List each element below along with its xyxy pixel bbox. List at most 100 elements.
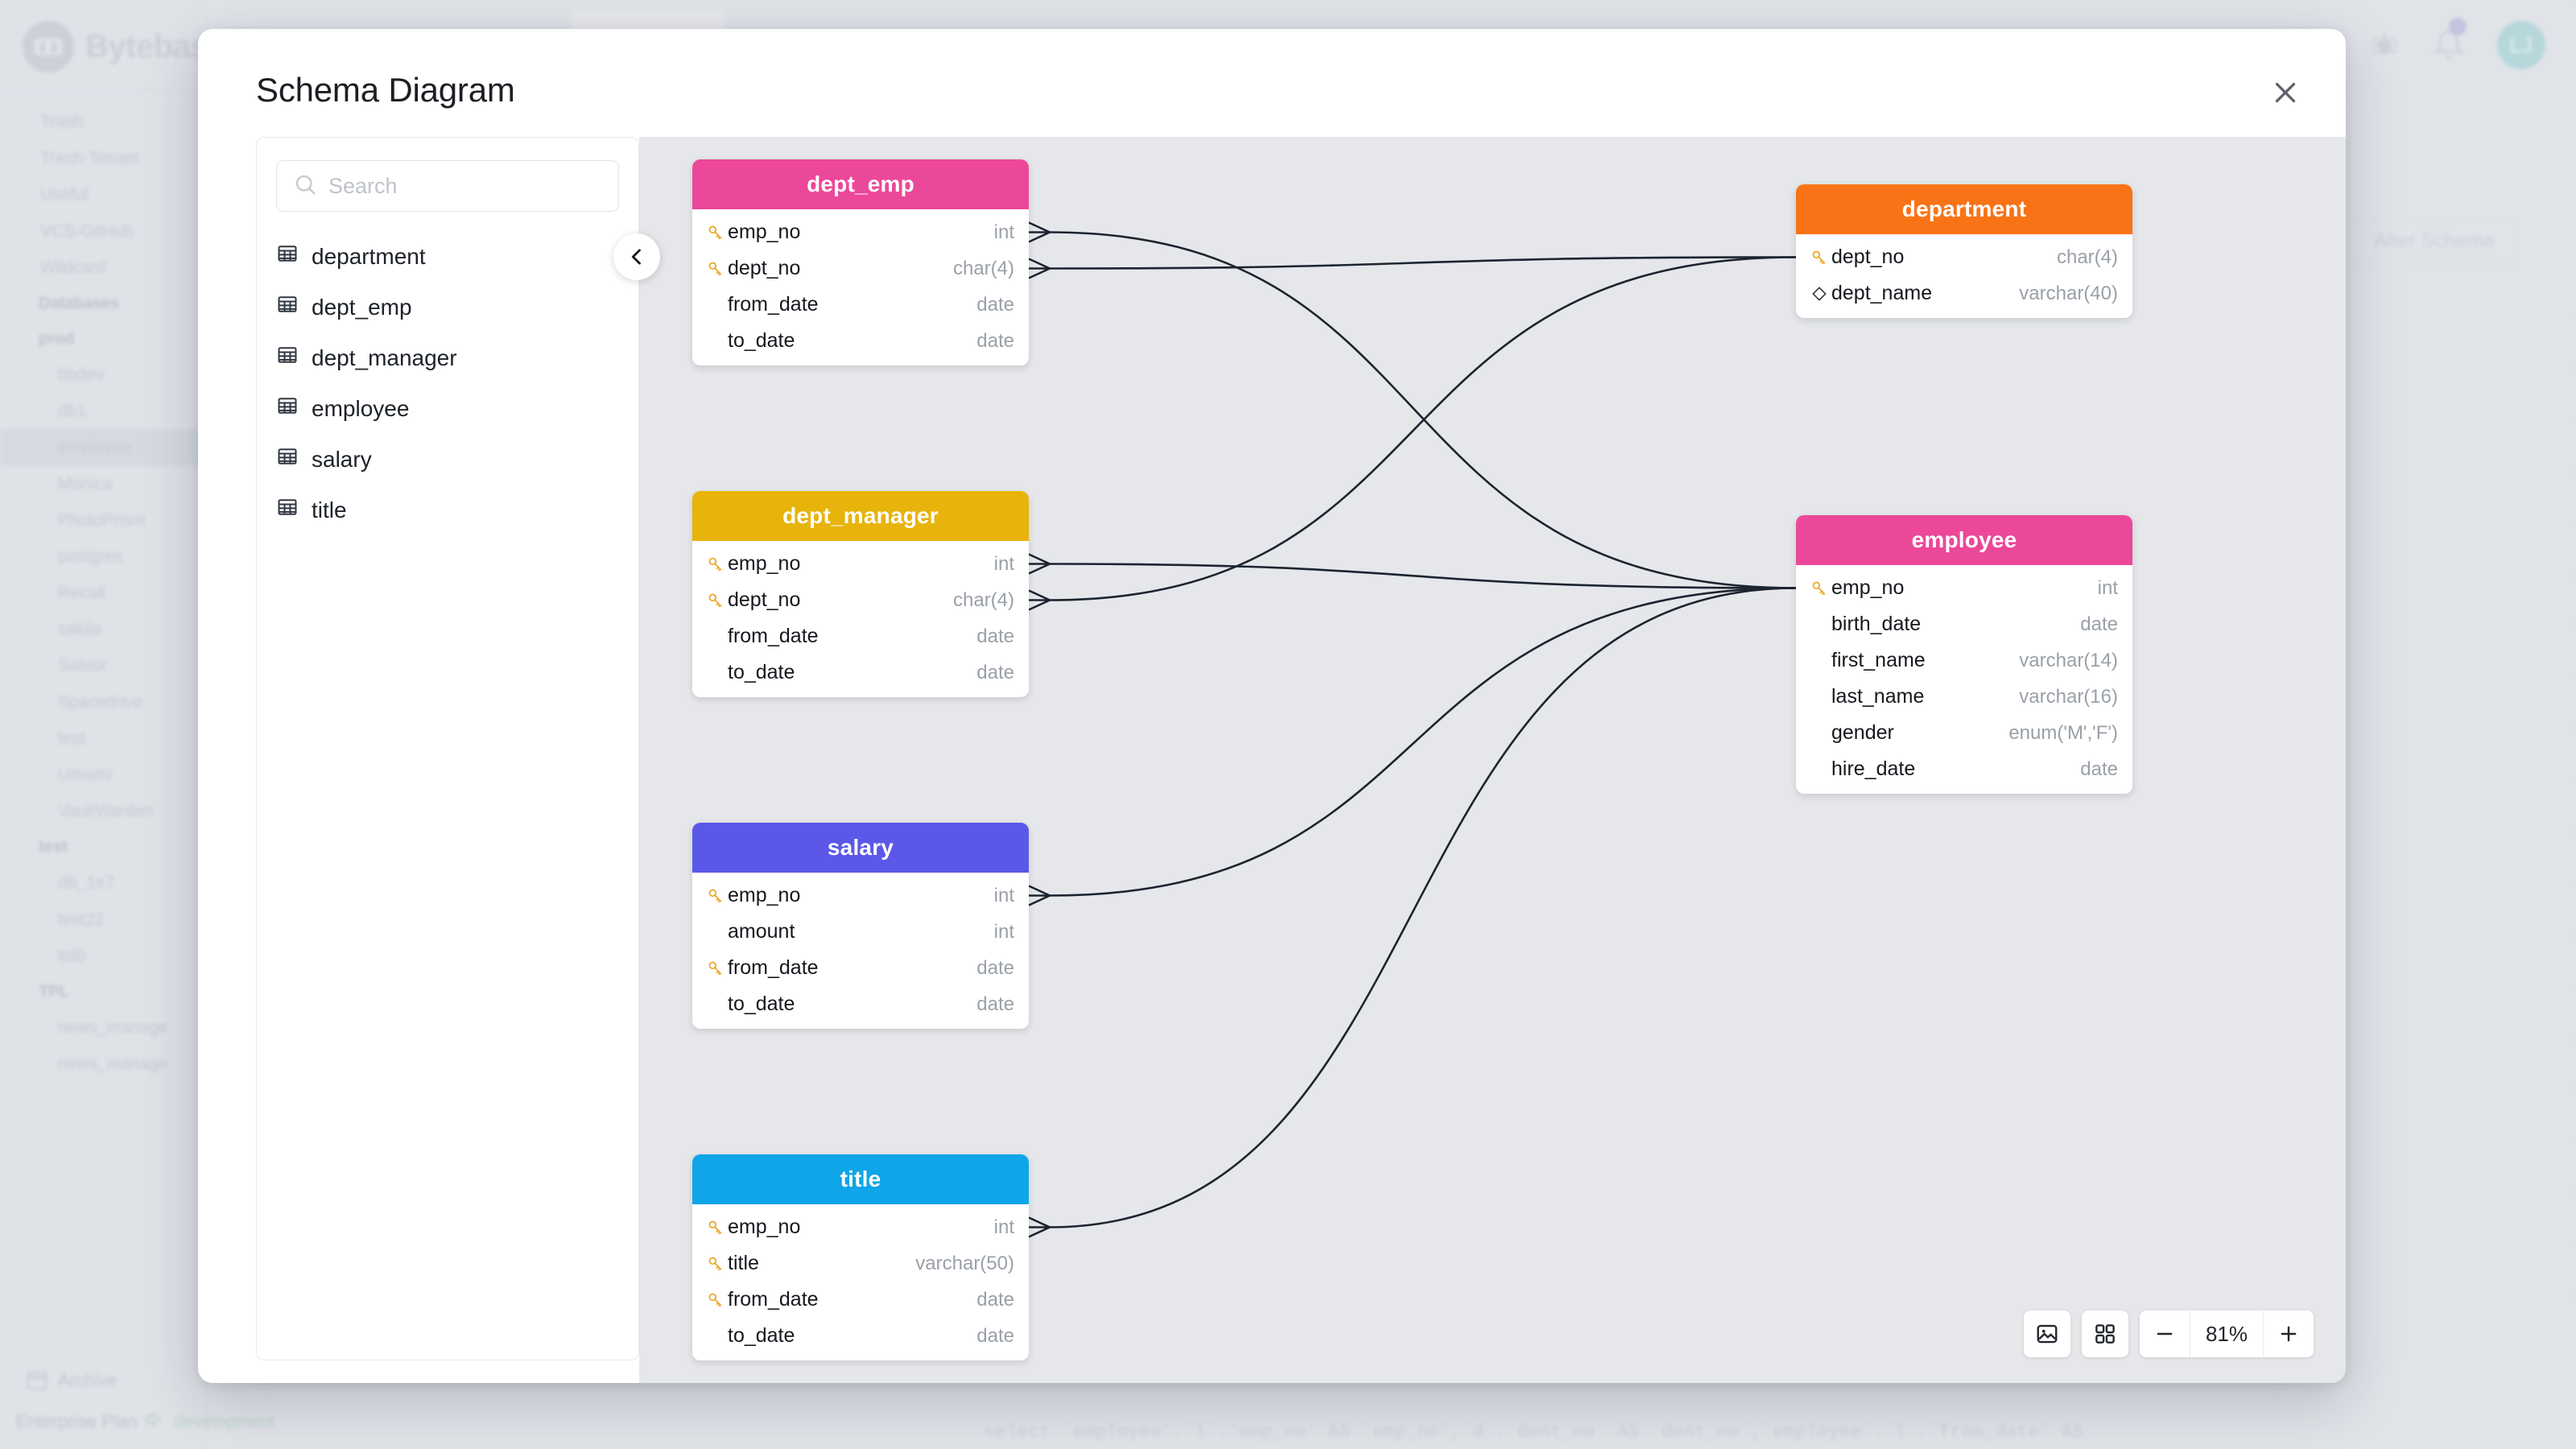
sidebar-item-archive[interactable]: Archive	[0, 1370, 208, 1391]
search-input[interactable]	[328, 173, 602, 199]
sidebar-item-spacedrive[interactable]: Spacedrive	[58, 692, 143, 712]
schema-column-title[interactable]: title varchar(50)	[692, 1245, 1029, 1282]
column-type: varchar(16)	[2019, 685, 2118, 708]
sidebar-item-saleor[interactable]: Saleor	[58, 656, 107, 675]
column-name: from_date	[728, 1288, 819, 1311]
sidebar-item-db1[interactable]: db1	[58, 402, 87, 421]
column-type: date	[976, 1288, 1014, 1311]
sidebar-item-news-manage[interactable]: news_manage	[58, 1055, 168, 1074]
column-name: title	[728, 1252, 759, 1274]
sidebar-item-monica[interactable]: Monica	[58, 474, 113, 493]
sidebar-item-vaultwarden[interactable]: VaultWarden	[58, 802, 155, 821]
sidebar-item-bbdev[interactable]: bbdev	[58, 365, 105, 384]
zoom-in-button[interactable]	[2264, 1311, 2314, 1357]
table-list-item-title[interactable]: title	[257, 485, 638, 535]
sidebar-item-wildcard[interactable]: Wildcard	[40, 258, 106, 277]
table-list-item-salary[interactable]: salary	[257, 434, 638, 485]
sidebar-item-photoprism[interactable]: PhotoPrism	[58, 510, 146, 530]
table-list-item-label: dept_emp	[312, 294, 412, 320]
user-avatar[interactable]: LJ	[2497, 21, 2545, 69]
column-type: char(4)	[2056, 246, 2118, 268]
primary-key-icon	[1807, 580, 1831, 597]
sidebar-item-db-1e7[interactable]: db_1e7	[58, 873, 115, 893]
zoom-level-value[interactable]: 81%	[2190, 1311, 2264, 1357]
column-name: dept_no	[728, 257, 801, 279]
page-title: Schema Diagram	[256, 71, 515, 109]
primary-key-icon	[704, 224, 728, 242]
sidebar-item-news-manage[interactable]: news_manage	[58, 1018, 168, 1037]
sidebar-item-ttdb[interactable]: ttdb	[58, 946, 87, 965]
sidebar-item-umami[interactable]: Umami	[58, 766, 112, 784]
close-icon[interactable]	[2262, 69, 2309, 116]
sidebar-item-test[interactable]: test	[39, 838, 68, 857]
table-icon	[276, 293, 299, 321]
sidebar-item-employee[interactable]: employee	[0, 429, 207, 466]
table-list-item-dept_emp[interactable]: dept_emp	[257, 282, 638, 332]
export-image-icon[interactable]	[2024, 1311, 2070, 1357]
table-list-item-employee[interactable]: employee	[257, 383, 638, 434]
table-list-item-department[interactable]: department	[257, 231, 638, 282]
zoom-out-button[interactable]	[2140, 1311, 2190, 1357]
column-name: dept_name	[1831, 282, 1933, 304]
sidebar-item-trash-tenant[interactable]: Trash-Tenant	[40, 149, 139, 168]
sidebar-item-prod[interactable]: prod	[39, 329, 75, 348]
sidebar-item-useful[interactable]: Useful	[40, 185, 89, 204]
crows-foot-marker	[1028, 258, 1053, 279]
sidebar-item-trash[interactable]: Trash	[40, 113, 83, 131]
schema-column-from_date[interactable]: from_date date	[692, 1282, 1029, 1318]
bug-icon[interactable]	[2368, 29, 2401, 61]
column-type: varchar(50)	[915, 1252, 1014, 1274]
fit-view-grid-icon[interactable]	[2082, 1311, 2128, 1357]
search-box[interactable]	[276, 160, 619, 212]
sidebar-item-test22[interactable]: test22	[58, 910, 105, 929]
sidebar-item-databases[interactable]: Databases	[39, 294, 120, 312]
column-name: gender	[1831, 721, 1894, 744]
collapse-panel-chevron-left-icon[interactable]	[613, 233, 660, 280]
sidebar-item-sakila[interactable]: sakila	[58, 620, 101, 639]
relationship-edge	[1049, 231, 1797, 589]
crows-foot-marker	[1028, 1216, 1053, 1238]
sidebar-item-test[interactable]: test	[58, 729, 85, 748]
primary-key-icon	[704, 887, 728, 905]
schema-node-title: salary	[692, 823, 1029, 873]
alter-schema-button[interactable]: Alter Schema	[2348, 217, 2520, 265]
sidebar-item-postgres[interactable]: postgres	[58, 547, 123, 566]
sidebar-item-recall[interactable]: Recall	[58, 584, 105, 603]
relationship-edge	[1049, 587, 1797, 897]
sidebar-item-vcs-github[interactable]: VCS-GitHub	[40, 221, 134, 241]
table-list-item-dept_manager[interactable]: dept_manager	[257, 332, 638, 383]
sidebar-item-tpl[interactable]: TPL	[39, 982, 69, 1001]
column-type: int	[993, 884, 1014, 906]
